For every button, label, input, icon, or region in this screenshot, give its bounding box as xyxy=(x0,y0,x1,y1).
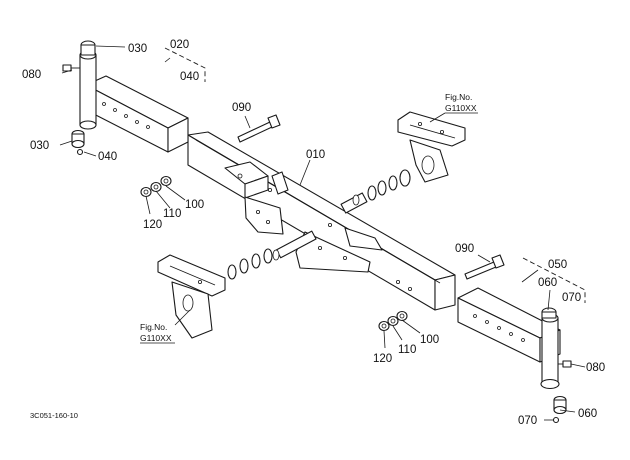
callout-080: 080 xyxy=(22,69,41,81)
callout-100: 100 xyxy=(185,199,204,211)
callout-070: 070 xyxy=(562,292,581,304)
spacer-stack-upper xyxy=(367,169,411,201)
grease-nipple-upper-right xyxy=(558,360,572,368)
diagram-code: 3C051-160-10 xyxy=(30,411,78,420)
dashed-bracket-left xyxy=(164,47,206,82)
leader-lines xyxy=(59,45,586,421)
callout-120: 120 xyxy=(143,219,162,231)
upper-right-bracket xyxy=(397,111,466,183)
callout-100: 100 xyxy=(420,334,439,346)
lower-left-bracket xyxy=(157,254,226,339)
callout-080: 080 xyxy=(586,362,605,374)
bolt-090-upper xyxy=(237,114,281,143)
spacer-stack-lower xyxy=(227,248,273,280)
nut-stack-lower xyxy=(378,310,408,332)
main-frame-010 xyxy=(187,131,456,311)
callout-030: 030 xyxy=(30,140,49,152)
callout-090: 090 xyxy=(455,243,474,255)
right-arm-050 xyxy=(457,287,567,415)
callout-070: 070 xyxy=(518,415,537,427)
grease-nipple-upper-left xyxy=(62,64,80,72)
left-arm-020 xyxy=(71,40,189,153)
figure-ref-top-right: Fig.No. G110XX xyxy=(445,92,478,114)
figure-ref-bottom-left: Fig.No. G110XX xyxy=(140,322,175,344)
figure-ref-number: G110XX xyxy=(445,103,477,113)
callout-040: 040 xyxy=(180,71,199,83)
figure-ref-label: Fig.No. xyxy=(445,92,472,102)
bolt-090-lower xyxy=(464,254,505,280)
grease-nipple-lower-left xyxy=(76,148,84,156)
callout-labels: 030 020 040 080 030 040 090 010 120 110 … xyxy=(22,39,605,427)
callout-060: 060 xyxy=(578,408,597,420)
callout-110: 110 xyxy=(398,344,416,356)
callout-040: 040 xyxy=(98,151,117,163)
callout-050: 050 xyxy=(548,259,567,271)
figure-ref-label: Fig.No. xyxy=(140,322,167,332)
callout-010: 010 xyxy=(306,149,325,161)
callout-090: 090 xyxy=(232,102,251,114)
callout-110: 110 xyxy=(163,208,181,220)
grease-nipple-lower-right xyxy=(552,416,560,424)
callout-060: 060 xyxy=(538,277,557,289)
callout-030: 030 xyxy=(128,43,147,55)
callout-120: 120 xyxy=(373,353,392,365)
callout-020: 020 xyxy=(170,39,189,51)
nut-stack-upper xyxy=(140,175,172,198)
figure-ref-number: G110XX xyxy=(140,333,172,343)
